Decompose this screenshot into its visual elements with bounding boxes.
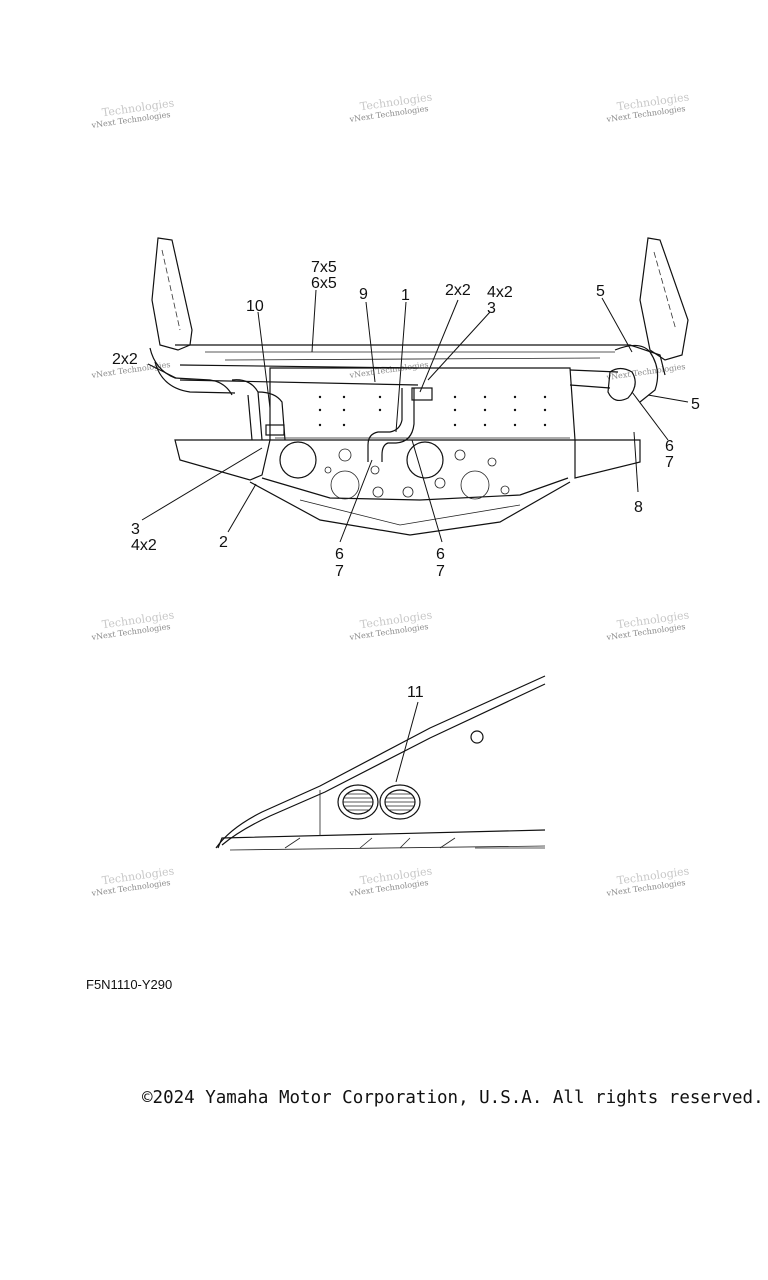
watermark-7: Technologies vNext Technologies (90, 608, 175, 642)
callout-5-right: 5 (691, 396, 700, 413)
callout-6-mid-right: 6 (436, 546, 445, 563)
copyright-notice: ©2024 Yamaha Motor Corporation, U.S.A. A… (142, 1088, 764, 1108)
watermark-12: Technologies vNext Technologies (605, 864, 690, 898)
leader-lines-main (141, 289, 689, 543)
callout-7-mid-left: 7 (335, 563, 344, 580)
callout-10: 10 (246, 298, 264, 315)
callout-3-bottom: 3 (131, 521, 140, 538)
callout-7x5: 7x5 (311, 259, 337, 276)
callout-3-top: 3 (487, 300, 496, 317)
callout-2x2-left: 2x2 (112, 351, 138, 368)
watermark-10: Technologies vNext Technologies (90, 864, 175, 898)
watermark-9: Technologies vNext Technologies (605, 608, 690, 642)
callout-4x2-bottom: 4x2 (131, 537, 157, 554)
callout-6x5: 6x5 (311, 275, 337, 292)
callout-1: 1 (401, 287, 410, 304)
watermark-text: vNext Technologies (348, 360, 429, 380)
callout-4x2-top: 4x2 (487, 284, 513, 301)
callout-7-right: 7 (665, 454, 674, 471)
callout-5-top: 5 (596, 283, 605, 300)
hull-stern-drawing (149, 237, 689, 536)
callout-8: 8 (634, 499, 643, 516)
watermark-2: Technologies vNext Technologies (348, 90, 433, 124)
exhaust-ports (279, 441, 510, 500)
watermark-5: vNext Technologies (348, 360, 429, 380)
callout-6-mid-left: 6 (335, 546, 344, 563)
callouts-main: 7x5 6x5 9 1 2x2 4x2 3 5 10 2x2 5 6 7 8 3… (112, 259, 700, 580)
vent-grille-left (337, 784, 379, 820)
detail-vent-drawing (215, 675, 546, 851)
watermark-11: Technologies vNext Technologies (348, 864, 433, 898)
watermark-3: Technologies vNext Technologies (605, 90, 690, 124)
callout-6-right: 6 (665, 438, 674, 455)
callout-2x2-top: 2x2 (445, 282, 471, 299)
callout-11: 11 (407, 684, 424, 701)
callout-2: 2 (219, 534, 228, 551)
diagram-code: F5N1110-Y290 (86, 977, 173, 992)
callout-7-mid-right: 7 (436, 563, 445, 580)
callout-9: 9 (359, 286, 368, 303)
transom-rivets (318, 395, 547, 427)
watermark-1: Technologies vNext Technologies (90, 96, 175, 130)
watermark-layer: Technologies vNext Technologies Technolo… (90, 90, 690, 898)
watermark-8: Technologies vNext Technologies (348, 608, 433, 642)
vent-grille-right (379, 784, 421, 820)
